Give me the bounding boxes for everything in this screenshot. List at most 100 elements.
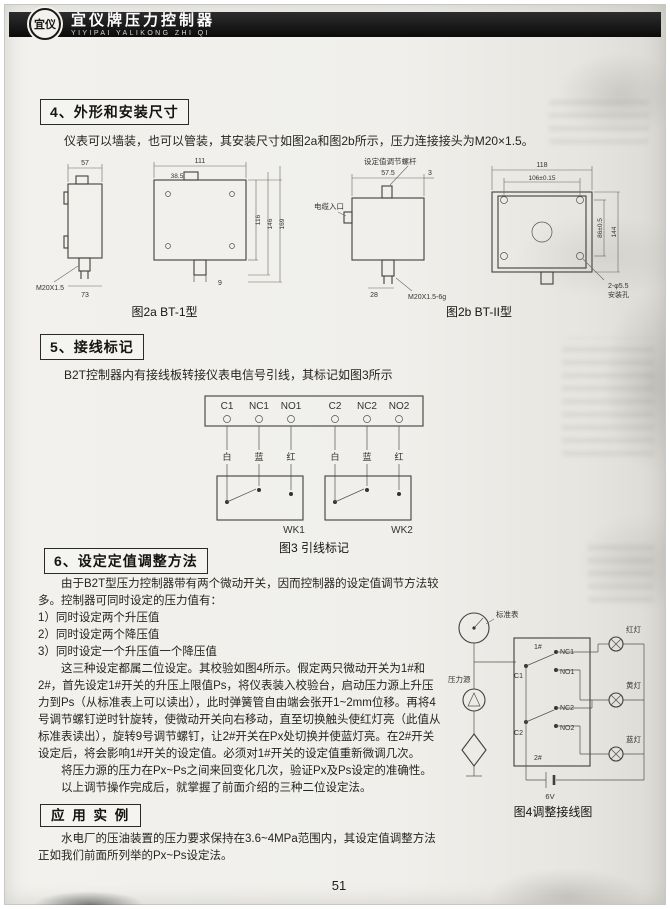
page-subtitle: YIYIPAI YALIKONG ZHI QI xyxy=(71,29,210,37)
fig4-gauge xyxy=(458,612,490,644)
fig2a-front-details xyxy=(164,191,235,282)
fig4-gauge-label: 标准表 xyxy=(496,609,519,619)
fig4-pump xyxy=(462,688,486,712)
figure-2b-drawing: 设定值调节螺杆 xyxy=(314,156,629,301)
fig4-blue-lamp-label: 蓝灯 xyxy=(626,734,641,744)
figure-2b-caption: 图2b BT-II型 xyxy=(445,305,513,319)
fig4-no1-label: NO1 xyxy=(560,669,575,676)
fig4-sw2-label: 2# xyxy=(534,755,542,762)
fig4-sw1-label: 1# xyxy=(534,644,542,651)
fig3-switch-box-2 xyxy=(324,475,412,521)
fig2b-dim-28: 28 xyxy=(370,292,378,299)
fig2b-thread-label: M20X1.5-6g xyxy=(408,294,446,301)
section6-paragraph-1: 由于B2T型压力控制器带有两个微动开关，因而控制器的设定值调节方法较多。控制器可… xyxy=(38,578,439,607)
fig2a-side-dims xyxy=(53,164,102,287)
fig2a-dim-73: 73 xyxy=(81,292,89,299)
fig3-wire-blue1: 蓝 xyxy=(254,451,263,462)
fig2b-side-dims xyxy=(337,174,434,292)
fig4-piping xyxy=(466,643,516,777)
fig4-switch-1 xyxy=(524,650,558,672)
fig2b-side-view xyxy=(342,185,425,284)
fig4-c2-label: C2 xyxy=(514,730,523,737)
fig3-switch-box-1 xyxy=(216,475,304,521)
fig3-wire-red1: 红 xyxy=(286,451,295,462)
brand-logo-text: 宜仪 xyxy=(34,19,56,31)
fig3-terminal-nc2: NC2 xyxy=(357,401,377,412)
fig3-terminal-screws xyxy=(223,415,403,423)
fig2b-dim-118: 118 xyxy=(536,162,547,169)
fig2a-front-dims xyxy=(153,162,282,283)
figure-3: C1 NC1 NO1 C2 NC2 NO2 白 蓝 红 白 蓝 红 xyxy=(184,390,444,556)
application-body: 水电厂的压油装置的压力要求保持在3.6~4MPa范围内，其设定值调整方法正如我们… xyxy=(38,833,436,862)
fig2b-screw-label: 设定值调节螺杆 xyxy=(364,156,417,166)
fig4-switch-housing xyxy=(513,637,591,767)
fig3-wire-red2: 红 xyxy=(394,451,403,462)
fig4-source-label: 压力源 xyxy=(448,674,471,684)
brand-logo-icon: 宜仪 xyxy=(29,8,61,40)
fig2b-dim-144: 144 xyxy=(611,226,618,237)
fig3-terminal-no2: NO2 xyxy=(389,401,410,412)
figure-3-caption: 图3 引线标记 xyxy=(278,541,349,555)
scan-bleedthrough xyxy=(549,100,649,144)
page-title: 宜仪牌压力控制器 xyxy=(71,11,216,29)
fig2a-dim-57: 57 xyxy=(81,160,89,167)
figure-4-caption: 图4调整接线图 xyxy=(513,805,593,819)
fig2a-side-view xyxy=(62,175,103,279)
fig2a-dim-9: 9 xyxy=(218,280,222,287)
scan-bleedthrough xyxy=(588,544,654,602)
scanned-page: 宜仪 宜仪牌压力控制器 YIYIPAI YALIKONG ZHI QI 4、外形… xyxy=(4,4,666,905)
fig4-nc2-label: NC2 xyxy=(560,705,574,712)
fig4-no2-label: NO2 xyxy=(560,725,575,732)
figure-4: 标准表 压力源 xyxy=(444,604,662,820)
fig4-yellow-lamp-label: 黄灯 xyxy=(626,680,641,690)
fig2b-dim-106: 106±0.15 xyxy=(528,175,555,182)
fig3-wire-blue2: 蓝 xyxy=(362,451,371,462)
figure-3-drawing: C1 NC1 NO1 C2 NC2 NO2 白 蓝 红 白 蓝 红 xyxy=(204,395,424,536)
figure-2a: 57 M20X1.5 73 xyxy=(34,154,296,320)
figure2-row: 57 M20X1.5 73 xyxy=(32,154,648,320)
figure-2a-drawing: 57 M20X1.5 73 xyxy=(36,158,286,299)
section6-list-item-3: 3）同时设定一个升压值一个降压值 xyxy=(38,646,217,658)
fig3-wires xyxy=(226,426,400,490)
fig2a-dim-38-5: 38.5 xyxy=(170,173,183,180)
fig2a-dim-111: 111 xyxy=(194,158,205,165)
fig2b-dim-57-5: 57.5 xyxy=(381,170,395,177)
fig2b-holes-label: 2-φ5.5 xyxy=(608,283,629,290)
fig4-battery xyxy=(545,772,556,788)
fig3-wire-white1: 白 xyxy=(222,451,231,462)
fig4-c1-label: C1 xyxy=(514,673,523,680)
section6-title: 6、设定定值调整方法 xyxy=(44,548,208,574)
section6-text-column: 由于B2T型压力控制器带有两个微动开关，因而控制器的设定值调节方法较多。控制器可… xyxy=(38,576,442,865)
application-title: 应 用 实 例 xyxy=(40,804,142,827)
fig2a-dim-116: 116 xyxy=(255,214,262,225)
section5-body: B2T控制器内有接线板转接仪表电信号引线，其标记如图3所示 xyxy=(64,368,393,382)
section6-paragraph-4: 以上调节操作完成后，就掌握了前面介绍的三种二位设定法。 xyxy=(61,782,372,794)
fig4-valve xyxy=(461,733,487,767)
header-title-wrap: 宜仪牌压力控制器 YIYIPAI YALIKONG ZHI QI xyxy=(71,13,215,37)
fig3-terminal-c2: C2 xyxy=(329,401,342,412)
fig2b-holes-label2: 安装孔 xyxy=(608,290,629,299)
scan-smudge xyxy=(34,891,144,905)
fig2a-dim-146: 146 xyxy=(267,218,274,229)
fig4-switch-2 xyxy=(524,706,558,728)
fig3-switch2-label: WK2 xyxy=(391,525,413,536)
fig2b-plate-details xyxy=(499,196,584,260)
fig2b-plate-view xyxy=(490,191,593,285)
fig2a-front-view xyxy=(152,171,247,276)
figure-2b: 设定值调节螺杆 xyxy=(312,154,647,320)
section6-paragraph-2: 这三种设定都属二位设定。其校验如图4所示。假定两只微动开关为1#和2#，首先设定… xyxy=(38,663,441,760)
section6-list-item-1: 1）同时设定两个升压值 xyxy=(38,612,160,624)
figure-4-drawing: 标准表 压力源 xyxy=(448,609,645,801)
fig4-wiring xyxy=(525,643,645,781)
fig3-terminal-nc1: NC1 xyxy=(249,401,269,412)
fig4-battery-label: 6V xyxy=(545,792,554,801)
fig4-nc1-label: NC1 xyxy=(560,649,574,656)
fig2a-dim-169: 169 xyxy=(279,218,286,229)
section4-body: 仪表可以墙装，也可以管装，其安装尺寸如图2a和图2b所示，压力连接接头为M20×… xyxy=(64,134,534,148)
fig4-lamp-red xyxy=(608,636,624,652)
fig3-terminal-c1: C1 xyxy=(221,401,234,412)
fig3-wire-white2: 白 xyxy=(330,451,339,462)
fig2b-dim-3: 3 xyxy=(428,170,432,177)
fig3-terminal-no1: NO1 xyxy=(281,401,302,412)
section6-paragraph-3: 将压力源的压力在Px~Ps之间来回变化几次，验证Px及Ps设定的准确性。 xyxy=(61,765,432,777)
